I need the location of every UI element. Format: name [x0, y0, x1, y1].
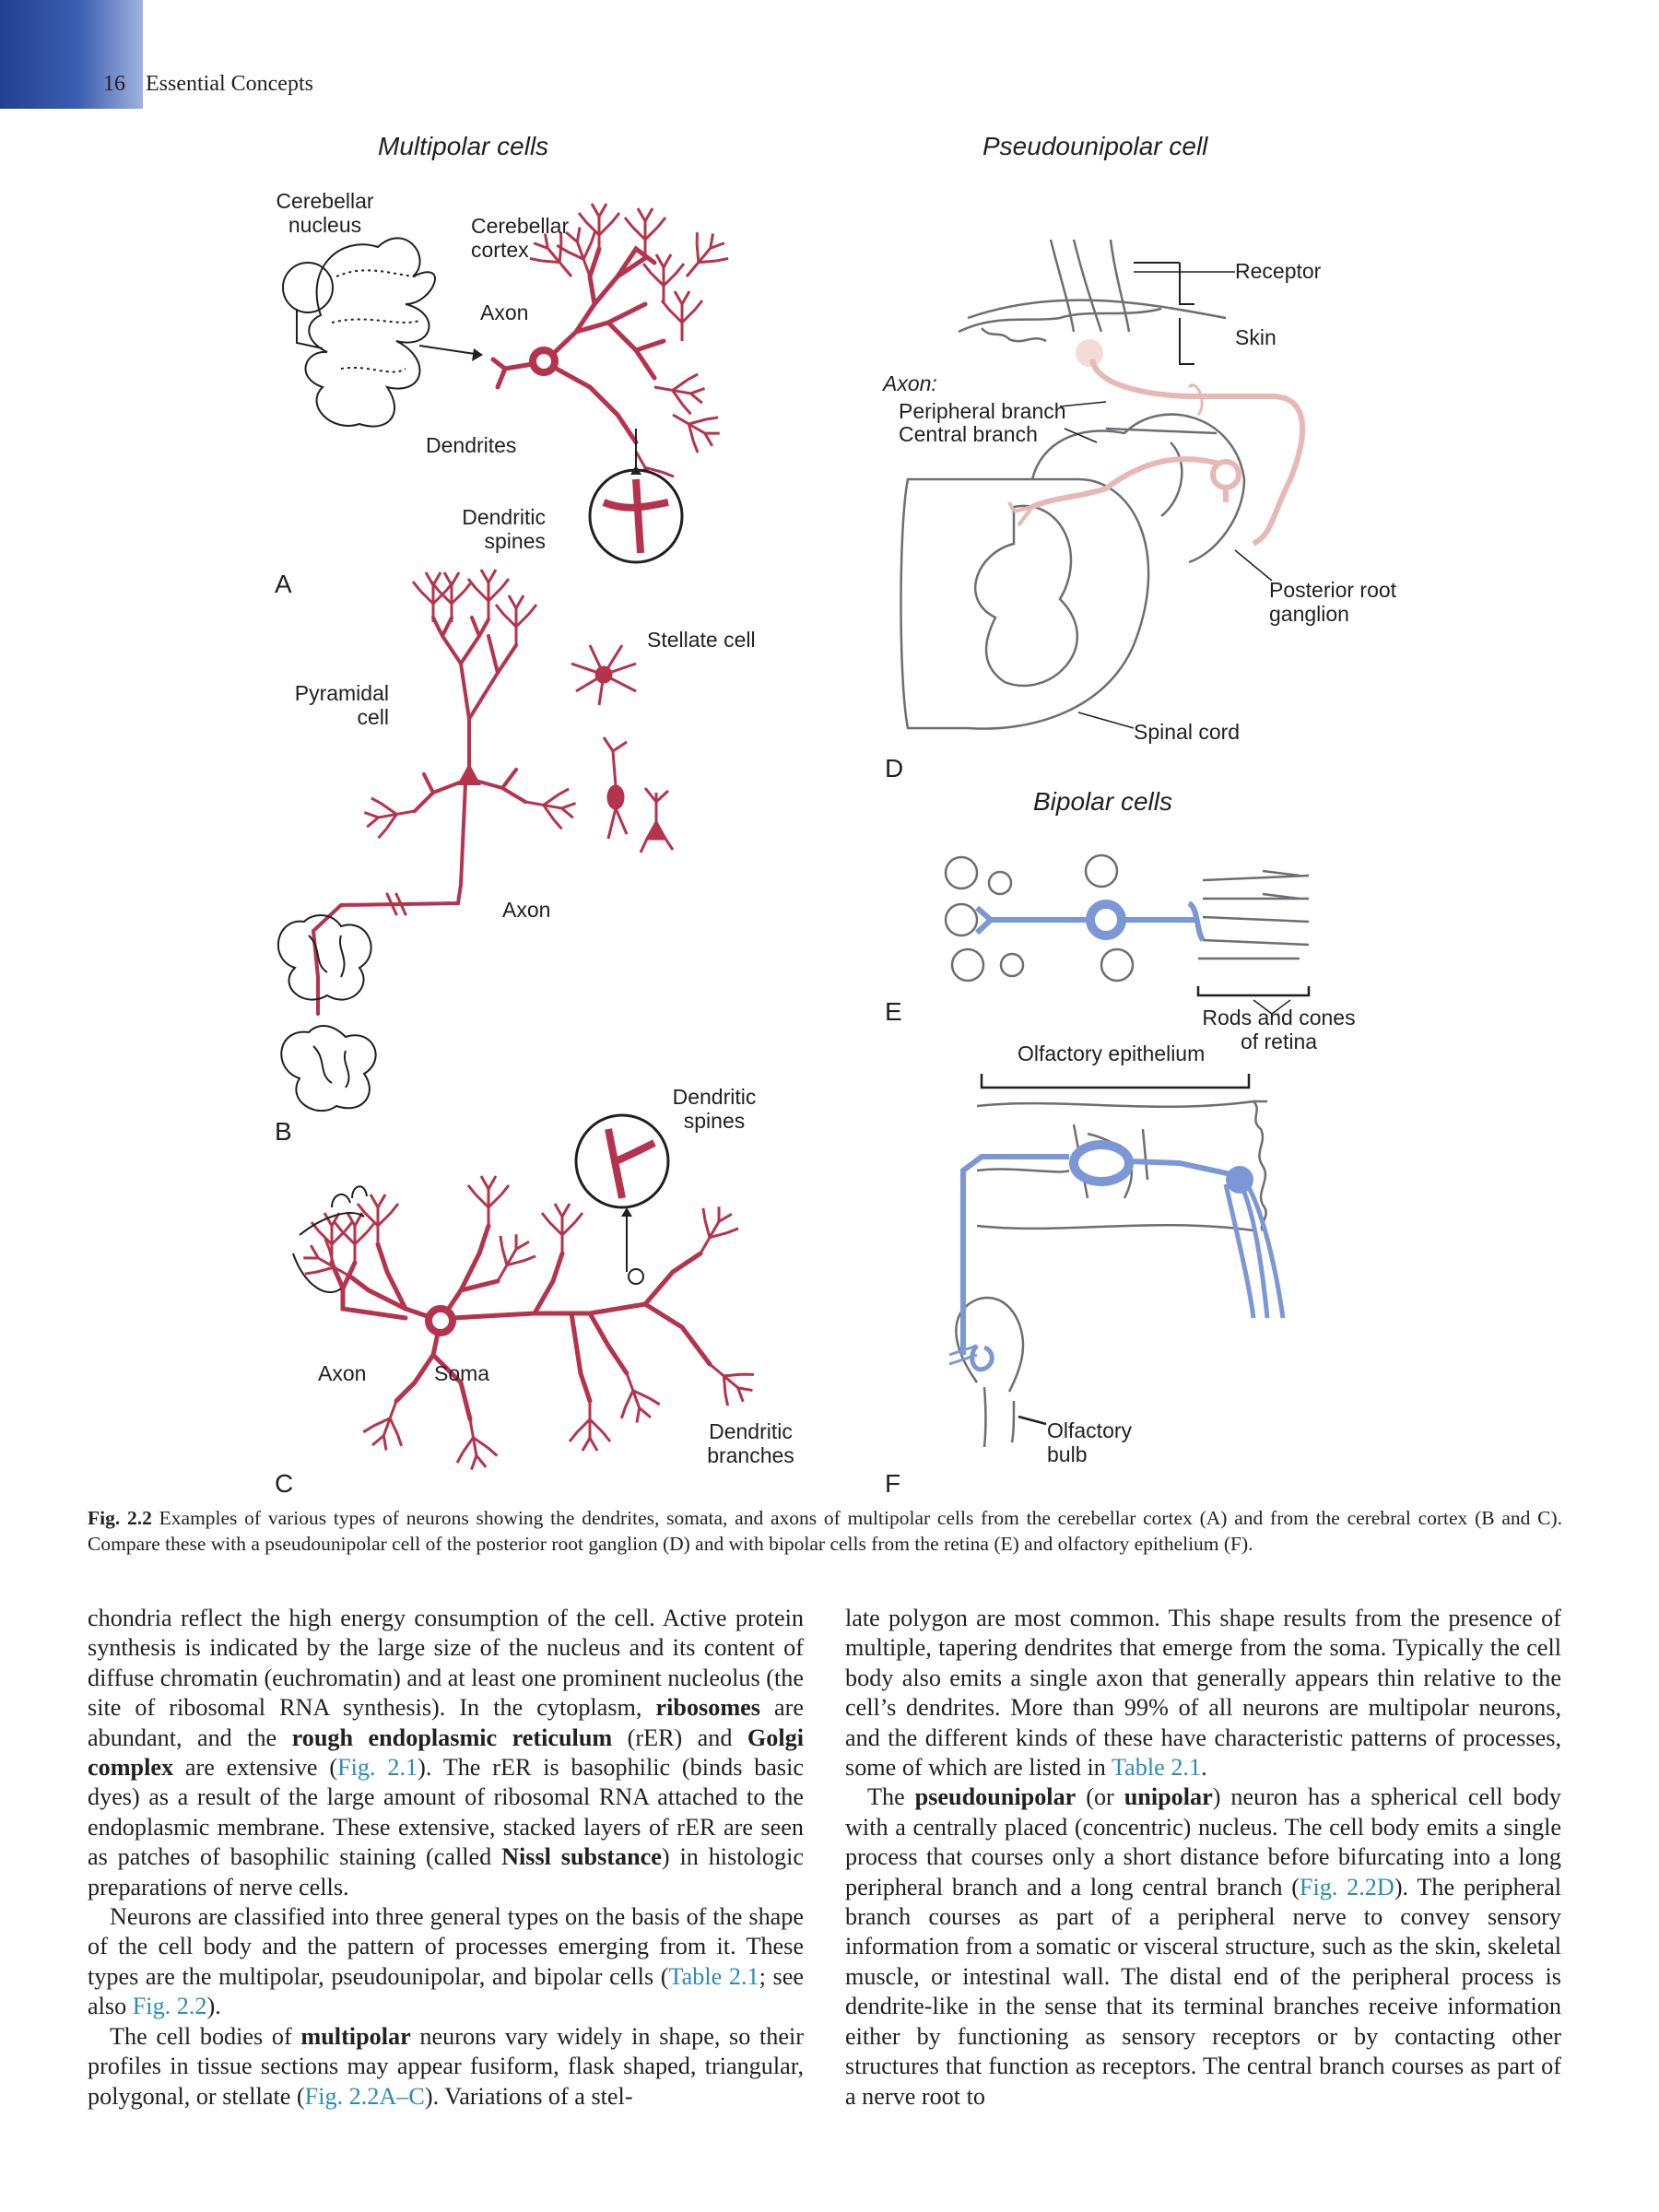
- spine-magnifier-c: [574, 1113, 670, 1285]
- paragraph: Neurons are classified into three genera…: [88, 1903, 804, 2020]
- label-soma: Soma: [434, 1361, 490, 1385]
- label-central-branch: Central branch: [899, 422, 1038, 446]
- label-cerebellar-cortex: Cerebellar cortex: [471, 214, 570, 262]
- panel-letter-a: A: [275, 570, 292, 598]
- body-column-right: late polygon are most common. This shape…: [845, 1604, 1561, 2112]
- label-dendritic-branches: Dendritic branches: [707, 1419, 794, 1467]
- panel-letter-b: B: [275, 1117, 292, 1146]
- retina-bipolar: [944, 853, 1311, 997]
- label-axon-b: Axon: [502, 898, 551, 922]
- title-pseudounipolar: Pseudounipolar cell: [982, 132, 1208, 160]
- label-pyramidal-cell: Pyramidal cell: [294, 681, 389, 729]
- panel-c-synapse: [292, 1185, 368, 1294]
- spine-magnifier-a: [588, 429, 684, 564]
- figure-caption: Fig. 2.2 Examples of various types of ne…: [88, 1505, 1562, 1557]
- brain-sections: [277, 914, 377, 1112]
- label-olfactory-bulb: Olfactory bulb: [1047, 1418, 1133, 1466]
- label-olfactory-epithelium: Olfactory epithelium: [1018, 1041, 1206, 1065]
- label-skin: Skin: [1235, 325, 1277, 349]
- label-dendrites: Dendrites: [426, 433, 517, 457]
- title-bipolar: Bipolar cells: [1033, 787, 1172, 816]
- stellate-cells: [571, 644, 675, 853]
- pyramidal-dendrites: [360, 568, 580, 841]
- label-receptor: Receptor: [1235, 259, 1322, 283]
- title-multipolar: Multipolar cells: [378, 132, 549, 160]
- cerebellum-drawing: [282, 237, 483, 428]
- link-fig-2-1[interactable]: Fig. 2.1: [337, 1754, 418, 1782]
- panel-c-soma: [425, 1305, 456, 1336]
- paragraph: The cell bodies of multipolar neurons va…: [88, 2022, 805, 2110]
- rods-leader: [1253, 999, 1291, 1015]
- label-cerebellar-nucleus: Cerebellar nucleus: [276, 189, 374, 237]
- pseudounipolar-neuron: [1007, 359, 1306, 547]
- panel-d-leaders: [1059, 271, 1273, 729]
- page-number: 16: [103, 72, 125, 96]
- panel-letter-c: C: [275, 1469, 294, 1498]
- page-corner-tab: [0, 0, 143, 109]
- retina-bipolar-cell: [974, 900, 1206, 942]
- link-fig-2-2[interactable]: Fig. 2.2: [132, 1993, 207, 2020]
- panel-c-neuron: [329, 1223, 712, 1422]
- panel-c-dendrites: [295, 1174, 763, 1474]
- pyramidal-soma: [457, 763, 481, 785]
- spinal-cord-drawing: [900, 239, 1246, 730]
- figure-illustration: [277, 202, 1311, 1474]
- caption-label: Fig. 2.2: [88, 1507, 152, 1529]
- caption-text: Examples of various types of neurons sho…: [88, 1507, 1563, 1555]
- pyramidal-cell: [311, 616, 527, 1016]
- link-table-2-1[interactable]: Table 2.1: [668, 1962, 759, 1990]
- panel-letter-e: E: [885, 997, 902, 1026]
- label-peripheral-branch: Peripheral branch: [899, 399, 1066, 423]
- olfactory-epithelium: [955, 1074, 1267, 1448]
- link-table-2-1[interactable]: Table 2.1: [1111, 1754, 1202, 1782]
- paragraph: chondria reflect the high energy consump…: [88, 1605, 805, 1900]
- running-title: Essential Concepts: [146, 72, 313, 96]
- olfactory-bipolar-cell: [948, 1140, 1286, 1372]
- paragraph: late polygon are most common. This shape…: [845, 1605, 1561, 1782]
- link-fig-2-2a-c[interactable]: Fig. 2.2A–C: [304, 2082, 425, 2110]
- label-dendritic-spines-a: Dendritic spines: [462, 505, 546, 553]
- link-fig-2-2d[interactable]: Fig. 2.2D: [1299, 1873, 1394, 1900]
- label-spinal-cord: Spinal cord: [1134, 720, 1241, 744]
- running-header: 16 Essential Concepts: [103, 72, 313, 97]
- paragraph: The pseudounipolar (or unipolar) neuron …: [845, 1783, 1561, 2110]
- receptor-dot: [1076, 339, 1103, 367]
- label-axon-d: Axon:: [883, 371, 937, 395]
- label-posterior-root-ganglion: Posterior root ganglion: [1269, 578, 1397, 626]
- panel-letter-d: D: [885, 754, 904, 782]
- label-axon-c: Axon: [318, 1361, 367, 1385]
- panel-letter-f: F: [885, 1469, 901, 1498]
- purkinje-cell: [490, 245, 666, 445]
- label-rods-and-cones: Rods and cones of retina: [1202, 1006, 1356, 1053]
- body-column-left: chondria reflect the high energy consump…: [88, 1604, 804, 2112]
- label-axon-a: Axon: [480, 300, 529, 324]
- label-stellate-cell: Stellate cell: [647, 628, 756, 652]
- label-dendritic-spines-c: Dendritic spines: [672, 1085, 757, 1133]
